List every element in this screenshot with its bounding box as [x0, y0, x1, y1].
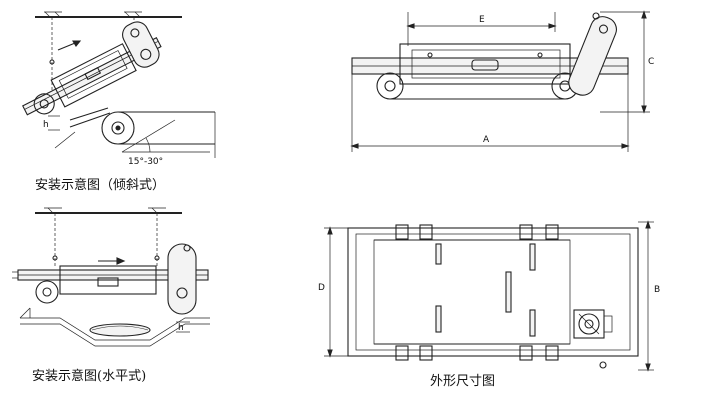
caption-horizontal: 安装示意图(水平式) — [32, 368, 146, 384]
height-label-top: h — [43, 120, 49, 130]
dim-label-b: B — [654, 285, 660, 295]
angle-indicator — [121, 119, 210, 153]
caption-outline: 外形尺寸图 — [430, 374, 495, 389]
conveyor-bottom — [19, 307, 210, 347]
inclined-separator — [22, 21, 162, 116]
flow-arrow — [57, 40, 82, 51]
dim-label-a: A — [483, 135, 490, 145]
height-label-bottom: h — [178, 323, 184, 333]
ceiling-beam-bottom — [35, 207, 182, 214]
dim-label-e: E — [479, 15, 485, 25]
ceiling-beam-top — [35, 11, 182, 18]
horizontal-installation-view: h 安装示意图(水平式) — [12, 207, 210, 384]
dim-label-c: C — [648, 57, 654, 67]
plan-view: D B 外形尺寸图 — [318, 220, 660, 389]
horizontal-separator — [12, 243, 209, 315]
caption-incline: 安装示意图（倾斜式） — [35, 177, 165, 193]
angle-label: 15°-30° — [128, 157, 163, 167]
dim-label-d: D — [318, 283, 325, 293]
conveyor-top — [101, 111, 216, 158]
chute-top — [54, 107, 111, 149]
incline-installation-view: h 15°-30° 安装示意图（倾斜式） — [22, 11, 216, 193]
side-elevation-view: E A C — [350, 10, 654, 152]
